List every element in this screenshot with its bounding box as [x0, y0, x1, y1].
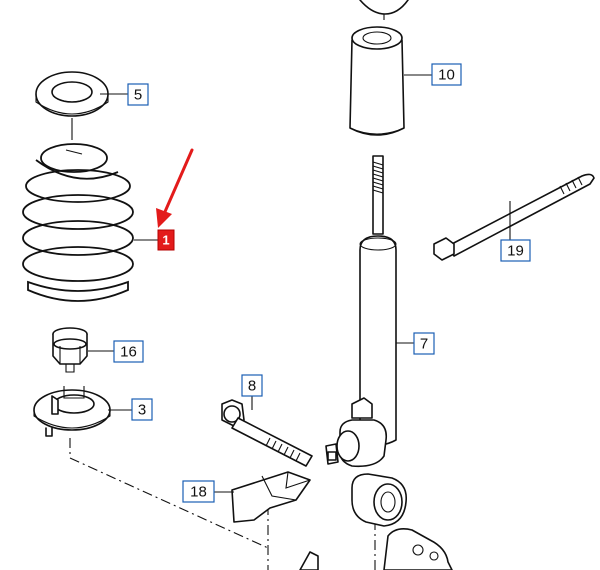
- callout-7: 7: [413, 332, 435, 355]
- callout-10: 10: [431, 63, 462, 86]
- mounting-bolt-part: [221, 399, 313, 467]
- coil-spring-part: [22, 143, 134, 302]
- callout-10-text: 10: [438, 67, 455, 84]
- assembly-dash-lines: [69, 438, 376, 570]
- callout-7-text: 7: [420, 336, 428, 353]
- callout-16: 16: [113, 340, 144, 363]
- callout-19: 19: [500, 239, 531, 262]
- callout-19-text: 19: [507, 243, 524, 260]
- callout-3-text: 3: [138, 402, 146, 419]
- protective-sleeve-part: [349, 26, 405, 136]
- callout-3: 3: [131, 398, 153, 421]
- callout-18-text: 18: [190, 484, 207, 501]
- wedge-bracket-part: [231, 471, 311, 523]
- cable-tie-part: [433, 173, 595, 261]
- callout-5: 5: [127, 83, 149, 106]
- lower-spring-seat-part: [33, 386, 111, 437]
- leader-lines: [88, 74, 511, 493]
- callout-18: 18: [182, 480, 215, 503]
- callout-1-highlighted: 1: [157, 229, 175, 251]
- top-mount-part: [359, 0, 409, 20]
- spring-seat-ring-part: [35, 71, 109, 117]
- wheel-knuckle-part: [299, 528, 453, 570]
- highlight-arrow: [156, 148, 194, 228]
- callout-16-text: 16: [120, 344, 137, 361]
- callout-1-text: 1: [162, 233, 169, 248]
- callout-8: 8: [241, 374, 263, 397]
- callout-8-text: 8: [248, 378, 256, 395]
- spring-bush-part: [52, 327, 88, 373]
- shock-absorber-part: [325, 155, 408, 527]
- callout-5-text: 5: [134, 87, 142, 104]
